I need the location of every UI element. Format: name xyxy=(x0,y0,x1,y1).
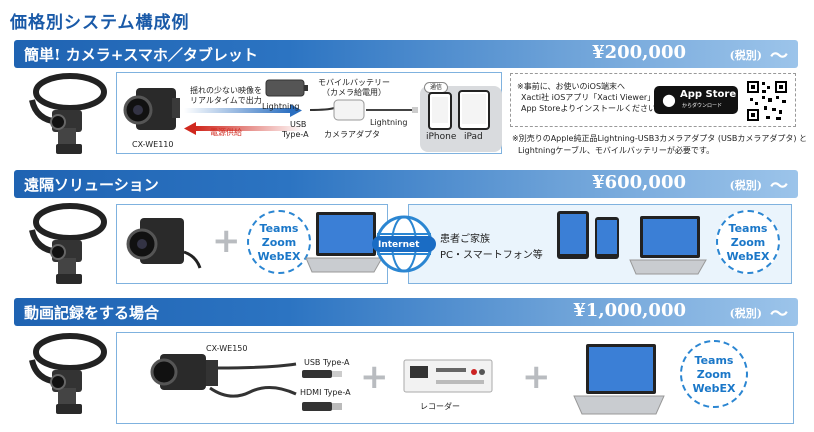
usb-label-1: USB xyxy=(290,120,307,129)
usb-label-2: Type-A xyxy=(282,130,309,139)
smartphone-icon xyxy=(595,217,619,259)
service-teams: Teams xyxy=(694,354,734,367)
section-label: 動画記録をする場合 xyxy=(24,304,160,322)
cx-we150-camera-image xyxy=(150,354,297,398)
low-delay-text-1: 揺れの少ない映像を xyxy=(190,86,262,95)
tablet-icon xyxy=(557,211,589,259)
page-title: 価格別システム構成例 xyxy=(10,13,190,33)
web-meeting-services-badge: Teams Zoom WebEX xyxy=(247,210,311,274)
pc-smartphone-label: PC・スマートフォン等 xyxy=(440,250,543,261)
app-store-sub: からダウンロード xyxy=(682,103,723,109)
cx-we150-label: CX-WE150 xyxy=(206,344,248,353)
hdmi-type-a-label: HDMI Type-A xyxy=(300,388,351,397)
section-label: 簡単! カメラ+スマホ／タブレット xyxy=(24,46,258,64)
notice-line-1: ※事前に、お使いのiOS端末へ xyxy=(517,82,626,91)
cx-we110-camera-image xyxy=(123,88,180,130)
camera-image xyxy=(126,218,202,269)
section-band-recording: 動画記録をする場合 ¥1,000,000 (税別) 〜 xyxy=(14,298,798,326)
service-zoom: Zoom xyxy=(261,236,297,249)
plus-icon: + xyxy=(522,357,551,397)
laptop-icon xyxy=(305,212,383,273)
section-tax: (税別) xyxy=(729,179,762,192)
camera-adapter-image xyxy=(309,99,365,121)
battery-label-1: モバイルバッテリー xyxy=(318,78,390,87)
section-tilde: 〜 xyxy=(770,46,788,67)
notice-line-3: App Storeよりインストールください。 xyxy=(521,104,664,113)
section-label: 遠隔ソリューション xyxy=(24,176,159,194)
notice-line-2: Xacti社 iOSアプリ「Xacti Viewer」を xyxy=(521,93,664,102)
recorder-image xyxy=(403,359,493,393)
service-webex: WebEX xyxy=(692,382,736,395)
section-band-easy: 簡単! カメラ+スマホ／タブレット ¥200,000 (税別) 〜 xyxy=(14,40,798,68)
laptop-icon xyxy=(573,344,665,415)
service-zoom: Zoom xyxy=(730,236,766,249)
iphone-icon xyxy=(428,92,452,130)
section-tilde: 〜 xyxy=(770,176,788,197)
service-teams: Teams xyxy=(259,222,299,235)
low-delay-text-2: リアルタイムで出力 xyxy=(190,96,262,105)
internet-globe-icon xyxy=(372,215,436,273)
lightning-label-1: Lightning xyxy=(262,102,300,111)
ipad-icon xyxy=(458,90,490,130)
patient-family-label: 患者ご家族 xyxy=(440,234,490,245)
section-band-remote: 遠隔ソリューション ¥600,000 (税別) 〜 xyxy=(14,170,798,198)
apple-icon: ● xyxy=(662,90,676,109)
usb-type-a-label: USB Type-A xyxy=(304,358,350,367)
signal-arrows xyxy=(184,104,304,135)
section-price: ¥600,000 xyxy=(592,172,686,193)
footnote-line-1: ※別売りのApple純正品Lightning-USB3カメラアダプタ (USBカ… xyxy=(512,134,808,143)
camera-adapter-label: カメラアダプタ xyxy=(324,130,380,139)
plus-icon: + xyxy=(212,221,241,261)
qr-code-image[interactable] xyxy=(746,80,788,122)
iphone-label: iPhone xyxy=(426,132,457,142)
ipad-label: iPad xyxy=(464,132,483,142)
service-zoom: Zoom xyxy=(696,368,732,381)
service-webex: WebEX xyxy=(257,250,301,263)
camera-model-label: CX-WE110 xyxy=(132,140,174,149)
plus-icon: + xyxy=(360,357,389,397)
section-price: ¥1,000,000 xyxy=(573,300,686,321)
footnote-line-2: Lightningケーブル、モバイルバッテリーが必要です。 xyxy=(518,146,715,155)
recorder-label: レコーダー xyxy=(420,402,460,411)
app-store-badge[interactable]: ● App Store からダウンロード xyxy=(654,86,738,114)
head-mounted-camera-image xyxy=(29,73,107,154)
head-mounted-camera-image xyxy=(29,203,107,284)
power-supply-label: 電源供給 xyxy=(210,128,242,137)
lightning-cable xyxy=(366,107,418,113)
cable-connectors xyxy=(302,370,342,411)
app-store-title: App Store xyxy=(680,89,737,100)
section-price: ¥200,000 xyxy=(592,42,686,63)
section-tax: (税別) xyxy=(729,307,762,320)
laptop-icon xyxy=(629,216,707,275)
service-teams: Teams xyxy=(728,222,768,235)
lightning-label-2: Lightning xyxy=(370,118,408,127)
head-mounted-camera-image xyxy=(29,333,107,414)
service-webex: WebEX xyxy=(726,250,770,263)
internet-label: Internet xyxy=(378,240,420,250)
section-tax: (税別) xyxy=(729,49,762,62)
web-meeting-services-badge: Teams Zoom WebEX xyxy=(680,340,748,408)
battery-label-2: （カメラ給電用） xyxy=(322,88,386,97)
section-tilde: 〜 xyxy=(770,304,788,325)
web-meeting-services-badge: Teams Zoom WebEX xyxy=(716,210,780,274)
mobile-battery-image xyxy=(265,79,308,97)
